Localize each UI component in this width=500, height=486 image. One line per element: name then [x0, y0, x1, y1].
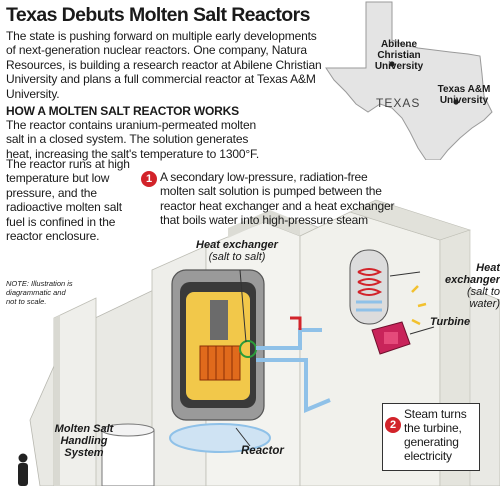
texas-outline	[325, 1, 493, 160]
msh-tank	[101, 423, 155, 486]
map-label-tamu: Texas A&M University	[437, 84, 491, 106]
step-1-badge: 1	[141, 171, 157, 187]
label-turbine: Turbine	[430, 316, 471, 328]
salt-pool	[169, 423, 271, 453]
salt-loop-pipes	[256, 316, 331, 413]
intro-text: The state is pushing forward on multiple…	[6, 29, 322, 101]
description-1: The reactor contains uranium-permeated m…	[6, 118, 260, 161]
section-heading: HOW A MOLTEN SALT REACTOR WORKS	[6, 104, 239, 118]
step-2-badge: 2	[385, 417, 401, 433]
spark-icon	[411, 285, 427, 326]
step-2-text: Steam turns the turbine, generating elec…	[404, 407, 467, 463]
label-reactor: Reactor	[241, 445, 284, 457]
label-molten-salt-handling: Molten Salt Handling System	[54, 423, 114, 459]
left-wall	[53, 297, 97, 486]
reactor-core	[199, 345, 241, 381]
label-reactor-heat-exchanger: Heat exchanger (salt to salt)	[193, 239, 281, 263]
tamu-marker	[453, 99, 459, 105]
abilene-marker	[389, 61, 395, 67]
scale-note: NOTE: Illustration is diagrammatic and n…	[6, 279, 73, 306]
person-silhouette	[18, 453, 28, 486]
map-label-abilene: Abilene Christian University	[374, 39, 424, 72]
label-hx-sub: (salt to salt)	[208, 251, 266, 263]
turbine	[371, 285, 427, 355]
step-2-box	[382, 403, 480, 471]
step-1-text: A secondary low-pressure, radiation-free…	[160, 170, 395, 228]
steam-heat-exchanger	[349, 249, 389, 325]
label-steam-heat-exchanger: Heat exchanger (salt to water)	[438, 262, 500, 310]
map-label-texas: TEXAS	[376, 96, 421, 110]
reactor-vessel	[169, 269, 271, 453]
label-hx2-sub: (salt to water)	[466, 286, 500, 310]
texas-map	[325, 1, 493, 160]
description-2: The reactor runs at high temperature but…	[6, 157, 130, 244]
label-hx-title: Heat exchanger	[196, 239, 278, 251]
page-title: Texas Debuts Molten Salt Reactors	[6, 4, 310, 26]
leader-lines	[235, 269, 435, 447]
label-hx2-title: Heat exchanger	[444, 262, 500, 286]
